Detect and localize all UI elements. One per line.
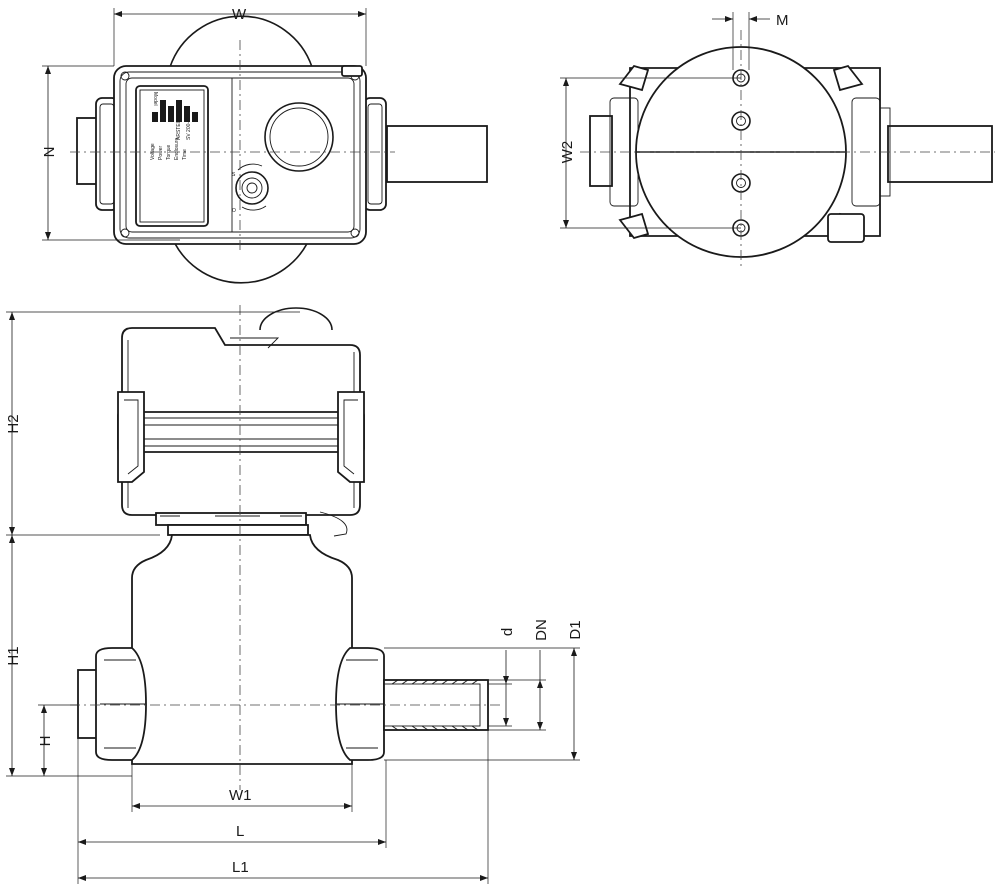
dim-label-d: d — [499, 628, 516, 636]
nameplate-row-6: Time — [182, 149, 188, 160]
dimension-l: L — [77, 738, 387, 848]
dim-label-w2: W2 — [559, 141, 576, 164]
nameplate-row-1: Model — [152, 92, 158, 106]
indicator-window — [264, 102, 334, 172]
nameplate-row-2: Voltage — [150, 143, 156, 160]
manual-override-knob — [235, 171, 269, 205]
dim-label-d1: D1 — [567, 620, 584, 639]
dim-label-n: N — [41, 147, 58, 158]
dimension-h: H — [37, 704, 78, 776]
dimension-h1: H1 — [5, 535, 132, 777]
dimension-n: N — [41, 65, 180, 241]
nameplate-row-4: Torque — [166, 144, 172, 160]
bottom-view — [580, 30, 995, 268]
dimension-w1: W1 — [131, 764, 353, 812]
right-pipe — [386, 125, 488, 183]
dimension-l1: L1 — [77, 730, 489, 884]
dim-label-h: H — [37, 736, 54, 747]
dim-label-m: M — [776, 12, 789, 29]
dim-label-dn: DN — [533, 619, 550, 641]
dimension-m: M — [712, 12, 789, 70]
dimension-w: W — [113, 6, 367, 66]
front-view — [70, 305, 500, 790]
valve-body — [131, 534, 353, 765]
dim-label-h1: H1 — [5, 646, 22, 665]
dimension-d1: D1 — [384, 620, 584, 761]
nameplate-brand: ARSTECH — [176, 116, 182, 140]
dim-label-w1: W1 — [229, 787, 252, 804]
right-pipe-2 — [887, 125, 993, 183]
dim-label-l1: L1 — [232, 859, 249, 876]
nameplate-rows — [152, 100, 198, 122]
dim-label-w: W — [232, 6, 247, 23]
dim-label-h2: H2 — [5, 414, 22, 433]
nameplate-row-3: Power — [158, 145, 164, 160]
nameplate-row-5: Enclosure — [174, 138, 180, 160]
dimension-w2: W2 — [559, 77, 741, 229]
dimension-d: d — [488, 628, 516, 727]
top-view: Model SV 200-02N ARSTECH S O — [70, 15, 488, 284]
dim-label-l: L — [236, 823, 244, 840]
nameplate-model: SV 200-02N — [186, 112, 192, 140]
rotation-mark-closed: S — [232, 172, 236, 178]
dimension-dn: DN — [488, 619, 550, 731]
dimension-h2: H2 — [5, 311, 300, 536]
left-pipe-2 — [589, 115, 613, 187]
rotation-mark-open: O — [232, 208, 236, 214]
